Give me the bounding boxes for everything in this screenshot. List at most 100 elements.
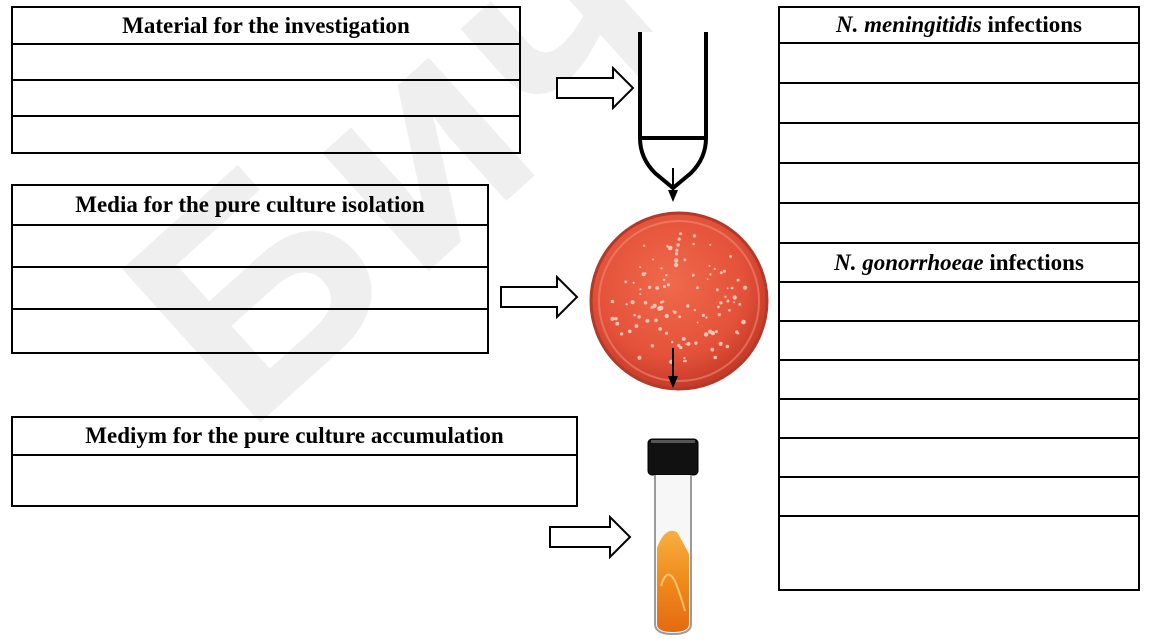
colony <box>674 252 679 256</box>
colony <box>734 296 737 299</box>
colony <box>615 321 620 326</box>
colony <box>695 286 699 290</box>
gonorrhoeae-row[interactable] <box>780 439 1138 478</box>
meningitidis-row[interactable] <box>780 204 1138 244</box>
gonorrhoeae-species: N. gonorrhoeae <box>834 249 984 275</box>
colony <box>628 329 632 334</box>
colony <box>718 341 723 346</box>
colony <box>637 355 642 360</box>
colony <box>673 262 679 268</box>
colony <box>708 329 713 334</box>
gonorrhoeae-suffix: infections <box>983 249 1084 275</box>
colony <box>715 330 718 334</box>
colony <box>650 344 654 348</box>
arrow-icon <box>549 515 632 559</box>
gonorrhoeae-row[interactable] <box>780 283 1138 322</box>
colony <box>642 244 646 247</box>
colony <box>683 258 687 262</box>
colony <box>639 288 642 291</box>
isolation-row[interactable] <box>13 268 487 310</box>
meningitidis-row[interactable] <box>780 164 1138 204</box>
colony <box>664 331 669 335</box>
gonorrhoeae-title: N. gonorrhoeae infections <box>780 244 1138 283</box>
colony <box>741 319 746 325</box>
colony <box>692 242 695 246</box>
colony <box>696 321 699 324</box>
colony <box>725 344 730 349</box>
colony <box>736 278 740 282</box>
colony <box>672 310 675 313</box>
meningitidis-row[interactable] <box>780 124 1138 164</box>
colony <box>710 347 715 352</box>
colony <box>719 301 723 305</box>
culture-tube-icon <box>647 438 699 636</box>
colony <box>715 288 719 292</box>
colony <box>645 318 650 323</box>
isolation-row[interactable] <box>13 226 487 268</box>
colony <box>681 336 686 341</box>
colony <box>686 342 691 346</box>
accumulation-row[interactable] <box>13 456 576 505</box>
meningitidis-row[interactable] <box>780 84 1138 124</box>
petri-dish-icon <box>589 211 769 391</box>
infections-table: N. meningitidis infections N. gonorrhoea… <box>778 6 1140 591</box>
colony <box>677 343 681 347</box>
colony <box>684 359 687 363</box>
colony <box>679 232 683 236</box>
colony <box>639 293 642 296</box>
colony <box>692 234 697 238</box>
arrow-icon <box>556 66 635 110</box>
colony <box>713 355 717 360</box>
material-row[interactable] <box>13 117 519 152</box>
colony <box>705 316 708 319</box>
colony <box>709 273 712 276</box>
colony <box>624 280 628 284</box>
material-row[interactable] <box>13 45 519 81</box>
colony <box>691 273 695 277</box>
colony <box>719 271 723 275</box>
accumulation-table: Mediym for the pure culture accumulation <box>11 416 578 507</box>
colony <box>610 316 615 321</box>
meningitidis-suffix: infections <box>981 12 1082 37</box>
colony <box>655 286 660 290</box>
colony <box>639 266 642 269</box>
colony <box>729 255 732 258</box>
gonorrhoeae-row[interactable] <box>780 400 1138 439</box>
colony <box>644 272 647 275</box>
colony <box>650 305 654 309</box>
colony <box>641 272 646 277</box>
colony <box>658 305 664 311</box>
colony <box>703 332 709 337</box>
material-row[interactable] <box>13 81 519 117</box>
colony <box>634 324 639 328</box>
gonorrhoeae-row[interactable] <box>780 517 1138 556</box>
colony <box>666 283 670 287</box>
colony <box>675 248 679 252</box>
gonorrhoeae-row[interactable] <box>780 322 1138 361</box>
colony <box>736 332 740 335</box>
material-table-title: Material for the investigation <box>13 8 519 45</box>
colony <box>665 274 668 277</box>
colony <box>664 313 669 319</box>
colony <box>722 269 726 273</box>
isolation-row[interactable] <box>13 310 487 352</box>
gonorrhoeae-row[interactable] <box>780 361 1138 400</box>
colony <box>630 300 635 305</box>
colony <box>633 313 637 317</box>
colony <box>686 304 690 308</box>
colony <box>708 264 711 267</box>
colony <box>726 287 729 290</box>
meningitidis-title: N. meningitidis infections <box>780 8 1138 44</box>
colony <box>643 300 648 305</box>
colony <box>654 318 658 323</box>
colony <box>676 243 680 247</box>
arrow-icon <box>500 275 579 319</box>
colony <box>614 317 618 321</box>
colony <box>683 357 686 360</box>
colony <box>685 343 688 345</box>
isolation-table-title: Media for the pure culture isolation <box>13 186 487 226</box>
colony <box>709 243 712 246</box>
gonorrhoeae-row[interactable] <box>780 478 1138 517</box>
colony <box>717 313 721 317</box>
meningitidis-row[interactable] <box>780 44 1138 84</box>
